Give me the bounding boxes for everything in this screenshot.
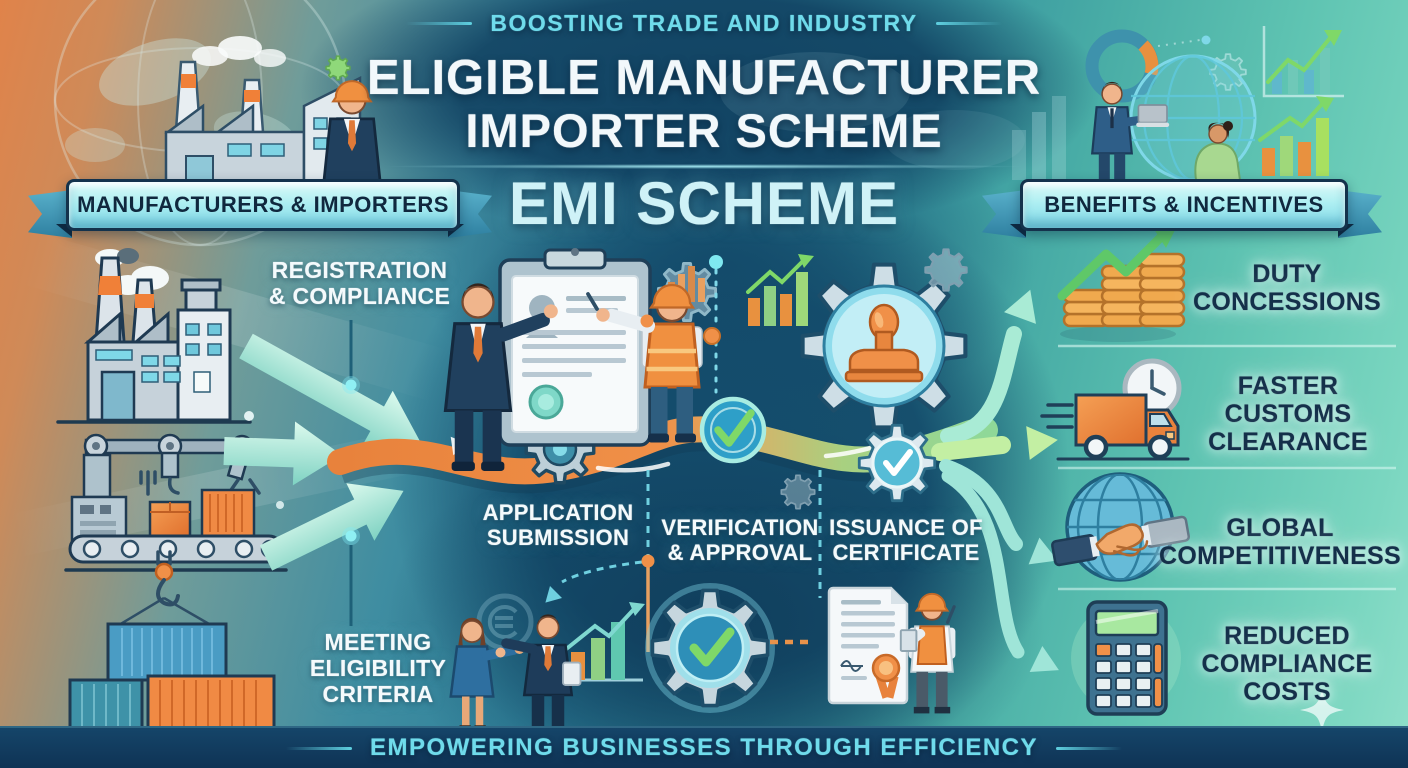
checkmark-node-icon	[699, 396, 767, 464]
tagline-dash-left	[406, 22, 473, 25]
step-label-application-submission: APPLICATION SUBMISSION	[482, 500, 634, 550]
cargo-containers-icon	[62, 550, 282, 732]
title-divider-glow	[384, 164, 1024, 169]
header-tagline: BOOSTING TRADE AND INDUSTRY	[490, 10, 918, 36]
gear-node-icon	[524, 413, 596, 485]
worker-with-certificate-illustration	[899, 592, 956, 714]
business-meeting-scene	[449, 593, 645, 733]
approval-stamp-gear-icon	[780, 248, 968, 510]
robotic-conveyor-icon	[64, 433, 288, 572]
approval-gear-checkmark-icon	[645, 583, 775, 713]
ribbon-seal-icon	[871, 653, 901, 699]
right-banner-label: BENEFITS & INCENTIVES	[1044, 192, 1324, 217]
benefit-branch-arrows	[931, 283, 1066, 684]
benefits-incentives-banner: BENEFITS & INCENTIVES	[1020, 179, 1348, 231]
step-label-issuance-certificate: ISSUANCE OF CERTIFICATE	[829, 515, 983, 565]
footer-tagline: EMPOWERING BUSINESSES THROUGH EFFICIENCY	[369, 734, 1039, 761]
header-tagline-row: BOOSTING TRADE AND INDUSTRY	[0, 10, 1408, 37]
factory-icon	[56, 248, 252, 424]
benefit-label-faster-customs-clearance: FASTER CUSTOMS CLEARANCE	[1208, 372, 1368, 456]
footer-band: EMPOWERING BUSINESSES THROUGH EFFICIENCY	[0, 726, 1408, 768]
manufacturers-importers-banner: MANUFACTURERS & IMPORTERS	[66, 179, 460, 231]
step-label-meeting-eligibility-criteria: MEETING ELIGIBILITY CRITERIA	[309, 629, 447, 707]
gear-checkmark-icon	[857, 423, 937, 503]
footer-dash-left	[285, 746, 352, 750]
footer-dash-right	[1056, 746, 1123, 750]
step-label-verification-approval: VERIFICATION & APPROVAL	[661, 515, 819, 565]
businessman-meeting-illustration	[495, 614, 582, 733]
coins-growth-arrow-icon	[1057, 226, 1186, 342]
left-banner-label: MANUFACTURERS & IMPORTERS	[77, 192, 449, 217]
certificate-issuance-scene	[827, 586, 956, 714]
dotted-connectors	[244, 255, 822, 652]
step-label-registration-compliance: REGISTRATION & COMPLIANCE	[268, 257, 451, 309]
businessman-illustration	[443, 283, 558, 471]
main-title-line2: IMPORTER SCHEME	[465, 104, 943, 157]
dashed-arrow-to-certificate	[770, 628, 852, 656]
application-clipboard-scene	[443, 248, 814, 471]
main-title-line1: ELIGIBLE MANUFACTURER	[366, 51, 1042, 105]
benefit-label-duty-concessions: DUTY CONCESSIONS	[1192, 260, 1382, 316]
process-flow-ribbon	[327, 416, 998, 494]
benefit-label-reduced-compliance-costs: REDUCED COMPLIANCE COSTS	[1201, 622, 1373, 706]
light-streak	[10, 426, 430, 558]
benefit-label-global-competitiveness: GLOBAL COMPETITIVENESS	[1158, 514, 1402, 570]
calculator-icon	[1071, 600, 1181, 716]
worker-illustration	[586, 283, 703, 443]
converging-arrows	[223, 333, 421, 571]
tagline-dash-right	[935, 22, 1002, 25]
rubber-stamp-icon	[844, 303, 924, 383]
delivery-truck-clock-icon	[1040, 358, 1190, 461]
